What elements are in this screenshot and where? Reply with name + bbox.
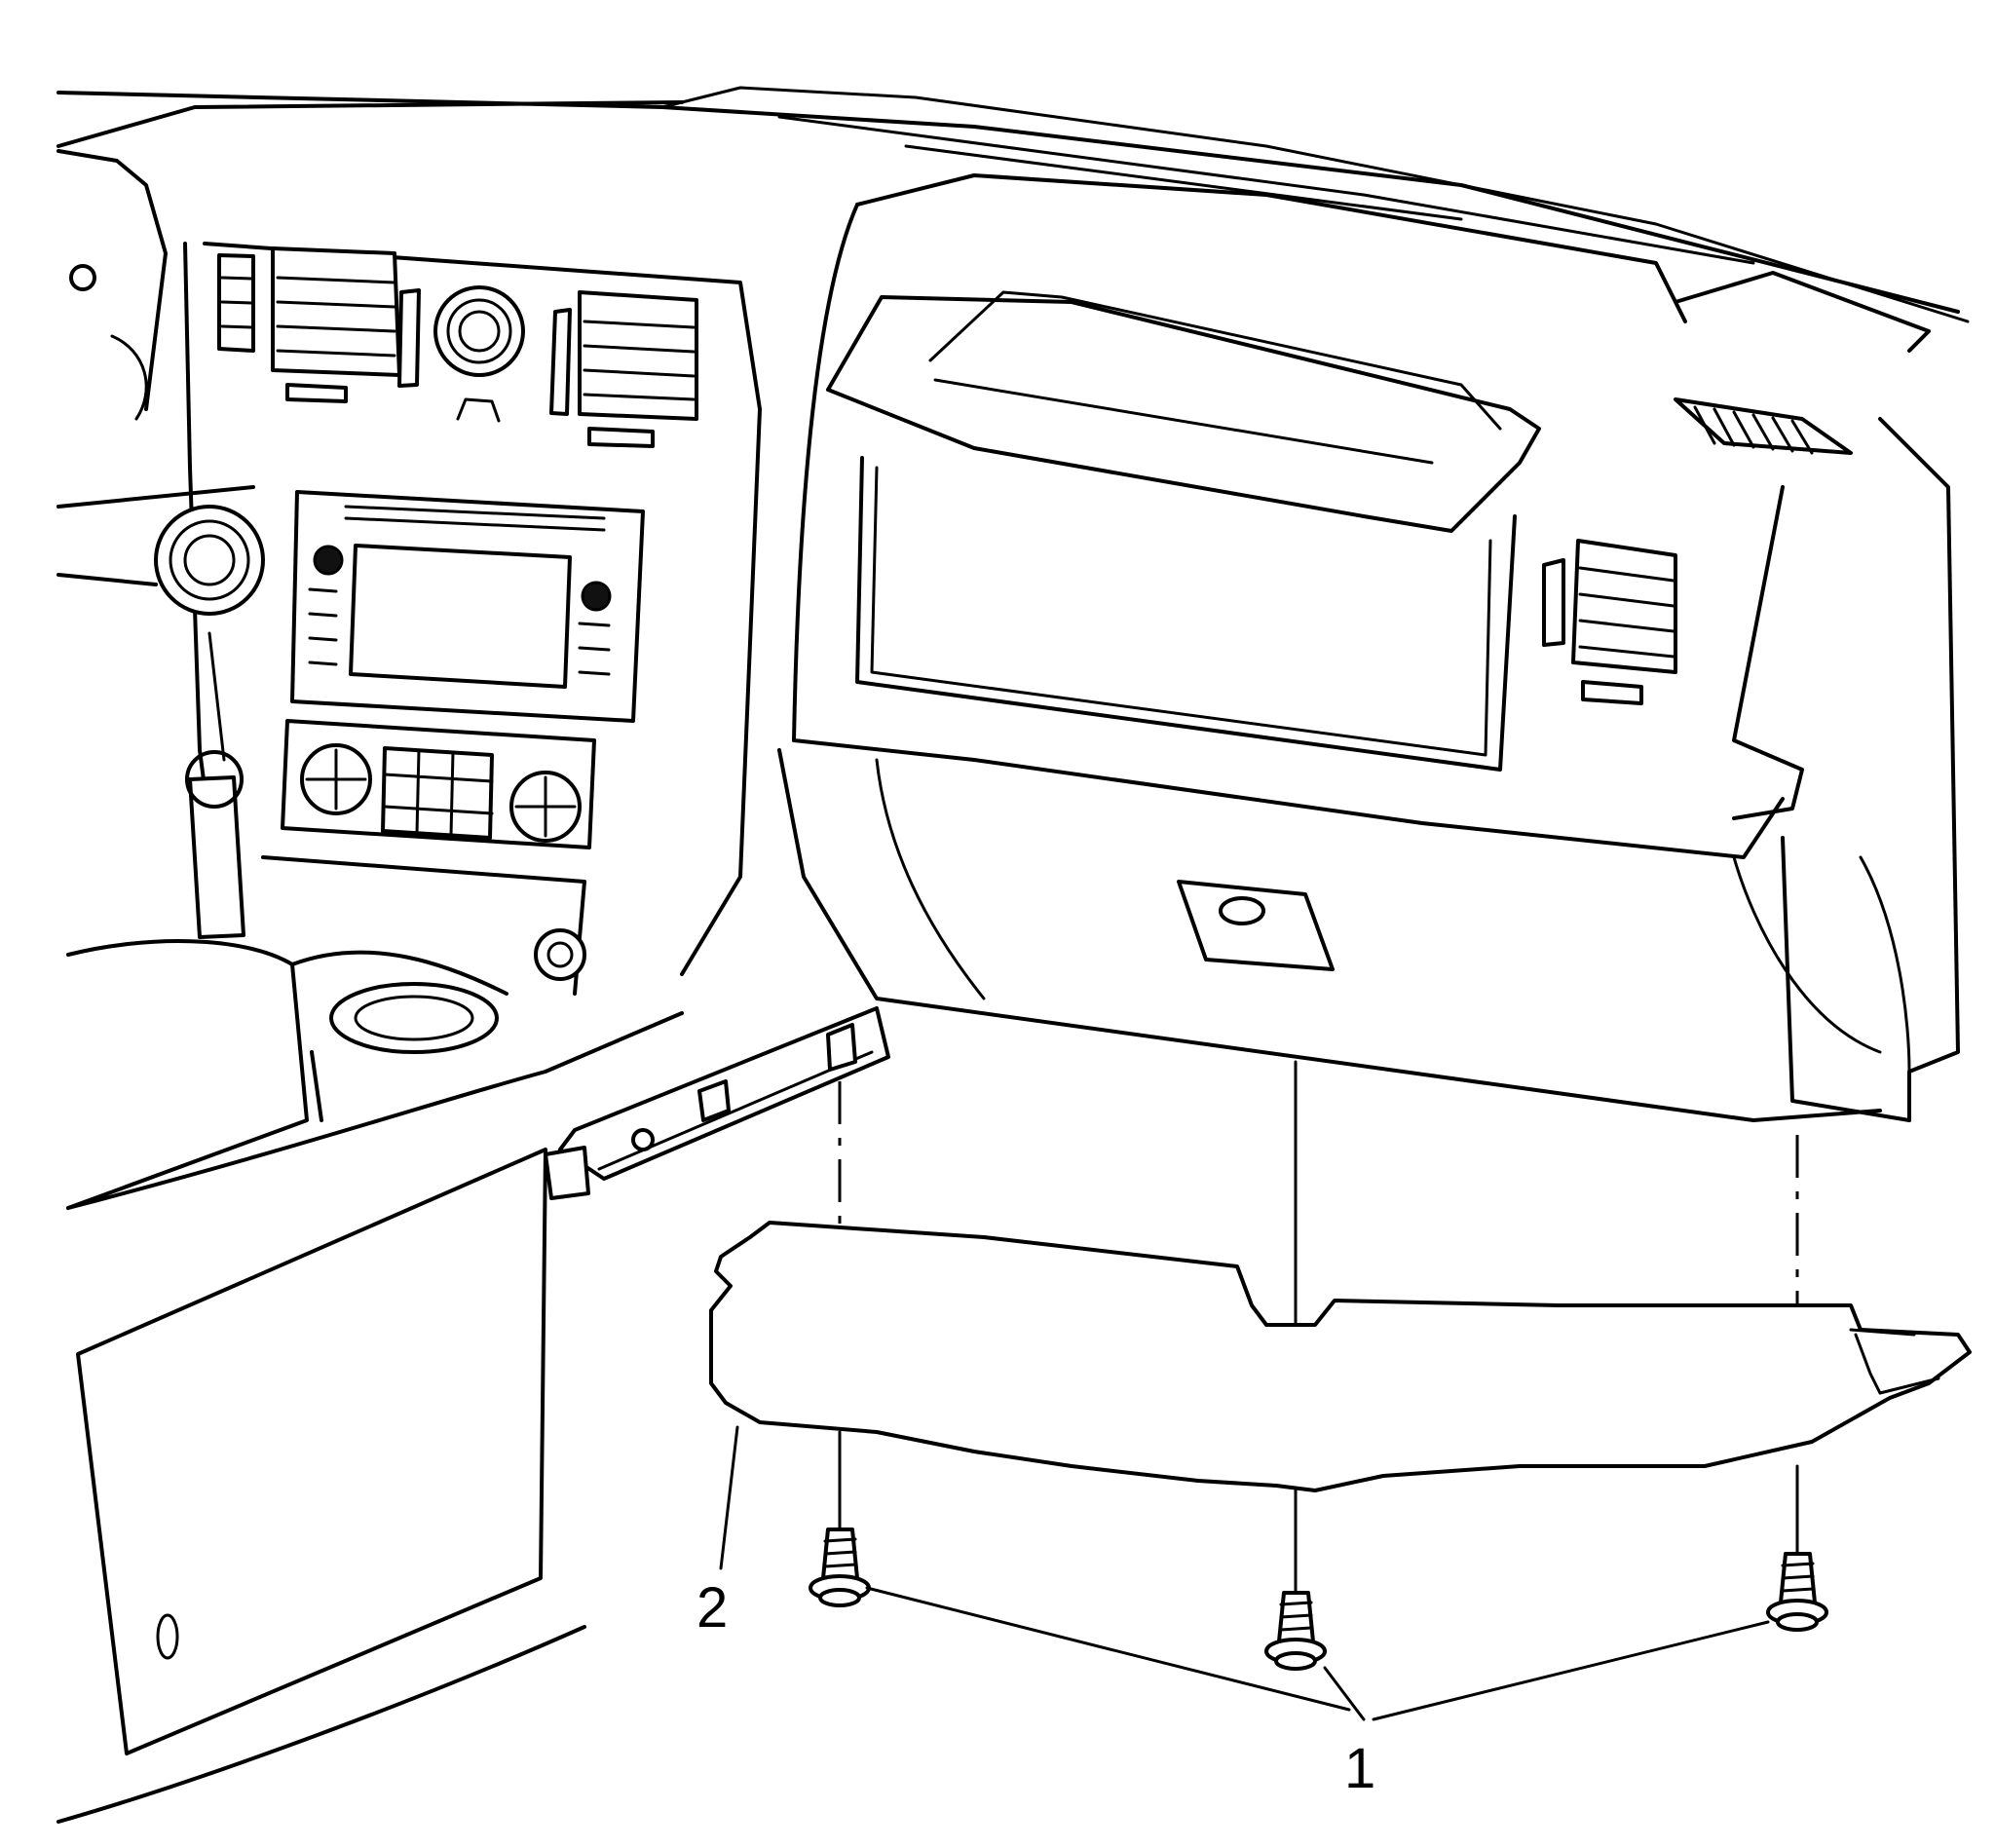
left-kick-panel <box>56 1148 586 1824</box>
dashboard-top <box>56 86 1970 353</box>
hvac-control-panel <box>281 719 596 849</box>
callout-1-label: 1 <box>1344 1737 1375 1800</box>
passenger-dash-assembly <box>777 173 1960 1122</box>
fastener-left <box>809 1527 871 1607</box>
callout-2-label: 2 <box>696 1576 728 1640</box>
left-center-air-vent <box>271 246 401 403</box>
radio-display-unit <box>290 490 645 723</box>
right-center-air-vent <box>578 290 698 448</box>
left-knob <box>154 505 265 616</box>
fastener-center <box>1264 1591 1327 1671</box>
support-bracket <box>544 1006 890 1200</box>
center-stack <box>183 242 762 996</box>
passenger-air-vent <box>1542 539 1677 705</box>
callout-2-leader <box>719 1425 739 1570</box>
upper-storage-compartment <box>826 290 1541 772</box>
center-console <box>66 939 684 1210</box>
callout-1-leaders <box>865 1586 1770 1721</box>
fastener-right <box>1766 1552 1828 1632</box>
center-knob <box>433 285 525 423</box>
instrument-cluster <box>56 149 255 586</box>
glove-box-door <box>777 748 1882 1122</box>
alignment-lines <box>838 1081 1799 1325</box>
fastener-drop-lines <box>838 1430 1799 1595</box>
lower-trim-panel <box>709 1221 1972 1492</box>
shifter-lever <box>185 631 245 939</box>
